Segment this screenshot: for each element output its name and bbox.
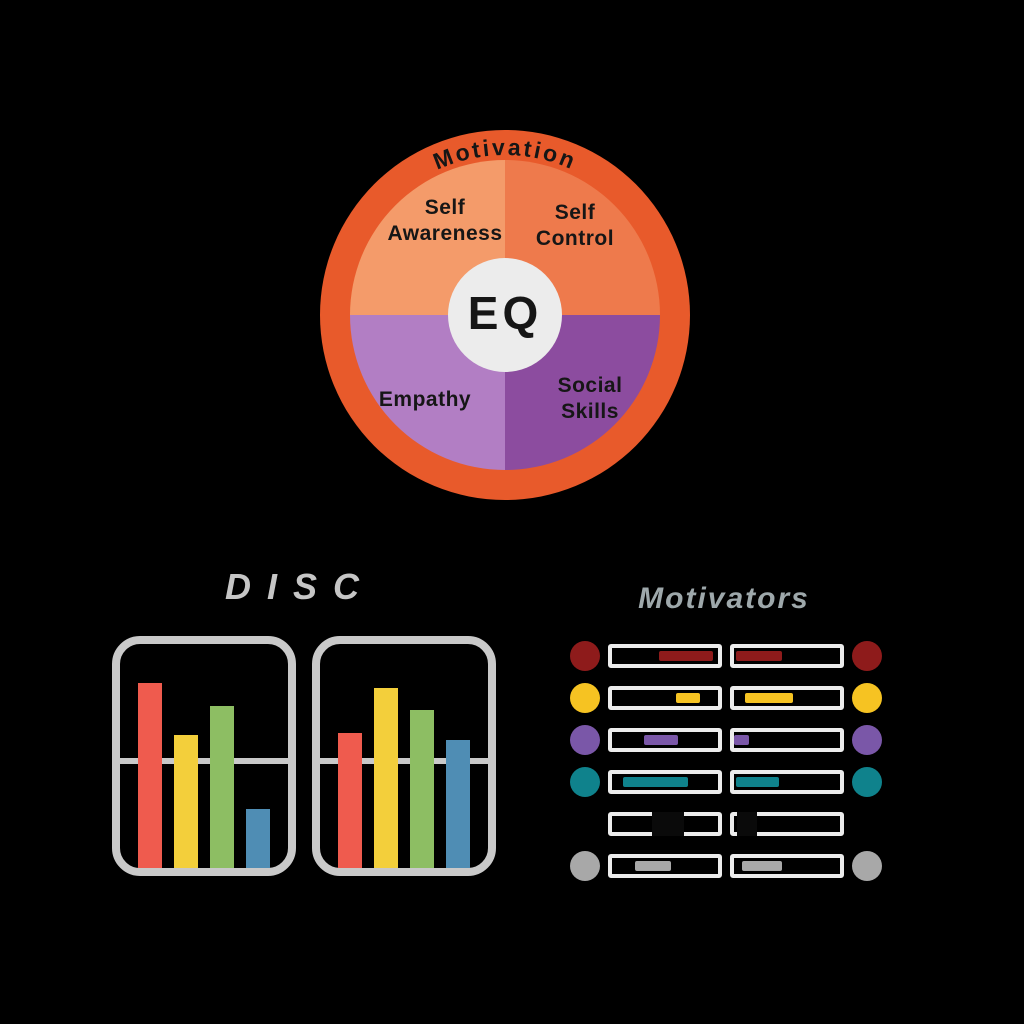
motivator-row [570,809,882,839]
disc-bar-D [338,733,362,868]
motivator-right-bar [730,854,844,878]
motivator-bar-fill [734,735,749,745]
motivator-bar-fill [675,693,700,703]
motivator-row [570,725,882,755]
motivator-right-bar [730,686,844,710]
motivator-right-circle [852,641,882,671]
motivators-title: Motivators [638,582,810,615]
motivator-right-bar [730,728,844,752]
disc-bar-S [210,706,234,868]
motivator-left-bar [608,728,722,752]
motivator-right-bar [730,644,844,668]
motivator-left-bar [608,644,722,668]
motivator-bar-fill [742,861,782,871]
motivator-row [570,851,882,881]
disc-bar-C [246,809,270,868]
motivator-right-circle [852,683,882,713]
disc-title: DISC [224,566,375,607]
quadrant-label-social-skills: Social Skills [557,374,623,423]
disc-panel-2 [312,636,496,876]
eq-wheel-graphic: Motivation [320,130,690,500]
motivator-bar-fill [635,861,672,871]
motivator-left-circle [570,767,600,797]
motivator-left-circle [570,641,600,671]
motivator-right-circle [852,767,882,797]
motivator-left-bar [608,812,722,836]
motivator-bar-fill [736,777,779,787]
motivator-row [570,683,882,713]
disc-bar-I [374,688,398,868]
disc-bars [120,644,288,868]
motivator-bar-fill [652,812,685,836]
quadrant-label-self-control: Self Control [535,201,615,250]
motivator-bar-fill [737,812,758,836]
motivator-bar-fill [658,651,713,661]
quadrant-label-self-awareness: Self Awareness [387,196,503,245]
motivator-left-circle [570,683,600,713]
eq-center-circle [448,258,562,372]
motivator-right-bar [730,770,844,794]
disc-bars [320,644,488,868]
motivator-left-bar [608,854,722,878]
quadrant-label-empathy: Empathy [378,388,472,411]
motivator-left-circle [570,851,600,881]
motivator-left-bar [608,686,722,710]
motivator-left-circle [570,809,600,839]
motivators-rows [570,641,882,893]
motivator-bar-fill [622,777,689,787]
motivator-bar-fill [643,735,678,745]
disc-midline [120,758,288,764]
disc-bar-I [174,735,198,868]
disc-midline [320,758,488,764]
motivator-row [570,767,882,797]
disc-bar-S [410,710,434,868]
disc-bar-C [446,740,470,868]
motivator-left-bar [608,770,722,794]
eq-wheel: Motivation Self Awareness Self Control E… [315,125,695,505]
eq-center-label: EQ [467,287,543,339]
motivator-right-circle [852,851,882,881]
disc-bar-D [138,683,162,868]
motivator-right-bar [730,812,844,836]
disc-panel-1 [112,636,296,876]
motivator-right-circle [852,725,882,755]
motivator-right-circle [852,809,882,839]
motivator-left-circle [570,725,600,755]
motivator-bar-fill [736,651,782,661]
motivator-row [570,641,882,671]
motivator-bar-fill [744,693,794,703]
